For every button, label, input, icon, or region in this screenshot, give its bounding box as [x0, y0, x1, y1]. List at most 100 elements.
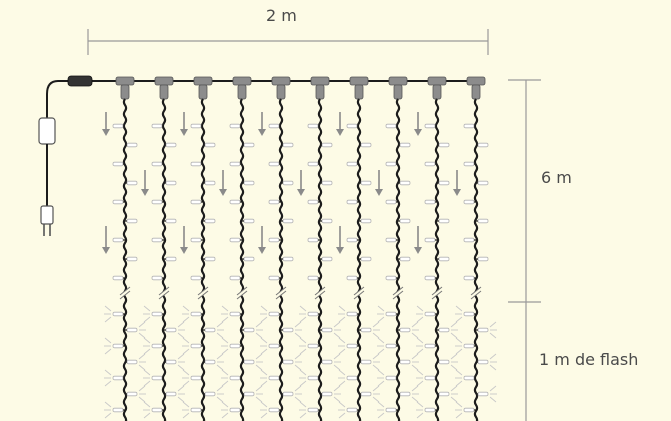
bulb-outline — [204, 327, 216, 333]
flash-ray-icon — [221, 380, 229, 387]
bulb-outline — [190, 343, 202, 349]
flash-ray-icon — [377, 380, 385, 387]
flash-ray-icon — [372, 385, 380, 392]
bulb-outline — [229, 123, 241, 129]
flash-ray-icon — [333, 396, 341, 403]
height-label: 6 m — [541, 168, 572, 187]
bulb-outline — [151, 375, 163, 381]
led-bulb-icon — [151, 275, 164, 281]
bulb-outline — [243, 327, 255, 333]
bulb-outline — [282, 327, 294, 333]
led-bulb-icon — [424, 161, 437, 167]
connector-stem — [354, 84, 364, 100]
flash-ray-icon — [416, 305, 424, 312]
led-bulb-icon — [164, 142, 177, 148]
flash-ray-icon — [255, 332, 263, 339]
flash-ray-icon — [450, 396, 458, 403]
bulb-outline — [307, 311, 319, 317]
led-bulb-icon — [281, 142, 294, 148]
bulb-outline — [165, 142, 177, 148]
down-arrow-icon — [102, 112, 110, 136]
bulb-outline — [307, 199, 319, 205]
bulb-outline — [307, 275, 319, 281]
down-arrow-icon — [180, 226, 188, 254]
break-mark — [392, 286, 404, 296]
flash-ray-icon — [104, 380, 112, 387]
bulb-outline — [307, 123, 319, 129]
flash-ray-icon — [182, 348, 190, 355]
arrow-head — [414, 129, 422, 136]
bulb-outline — [126, 218, 138, 224]
bulb-outline — [229, 161, 241, 167]
flash-ray-icon — [372, 332, 380, 339]
led-bulb-icon — [151, 199, 164, 205]
down-arrow-icon — [453, 170, 461, 196]
bulb-outline — [385, 311, 397, 317]
bulb-outline — [229, 407, 241, 413]
bulb-outline — [165, 180, 177, 186]
connector-stem — [237, 84, 247, 100]
led-bulb-icon — [346, 161, 359, 167]
flash-ray-icon — [450, 321, 458, 328]
bulb-outline — [243, 180, 255, 186]
bulb-outline — [229, 311, 241, 317]
flash-ray-icon — [411, 321, 419, 328]
bulb-outline — [243, 359, 255, 365]
led-bulb-icon — [320, 353, 341, 371]
bulb-outline — [477, 327, 489, 333]
connector-stem — [276, 84, 286, 100]
led-bulb-icon — [299, 337, 320, 355]
flash-ray-icon — [372, 396, 380, 403]
led-bulb-icon — [151, 123, 164, 129]
down-arrow-icon — [297, 170, 305, 196]
flash-ray-icon — [416, 401, 424, 408]
bulb-outline — [321, 359, 333, 365]
led-bulb-icon — [338, 401, 359, 419]
bulb-outline — [165, 391, 177, 397]
led-bulb-icon — [338, 305, 359, 323]
flash-ray-icon — [416, 337, 424, 344]
led-bulb-icon — [281, 321, 302, 339]
bulb-outline — [229, 237, 241, 243]
break-gap — [392, 287, 404, 299]
flash-ray-icon — [216, 353, 224, 360]
flash-ray-icon — [255, 353, 263, 360]
controller-box-icon — [38, 117, 56, 145]
led-bulb-icon — [112, 275, 125, 281]
led-bulb-icon — [320, 385, 341, 403]
led-bulb-icon — [476, 321, 497, 339]
flash-ray-icon — [377, 305, 385, 312]
bulb-outline — [165, 218, 177, 224]
led-bulb-icon — [307, 161, 320, 167]
connector-stem — [315, 84, 325, 100]
flash-ray-icon — [221, 412, 229, 419]
flash-ray-icon — [333, 321, 341, 328]
bulb-outline — [243, 256, 255, 262]
led-bulb-icon — [203, 321, 224, 339]
flash-ray-icon — [333, 332, 341, 339]
led-bulb-icon — [359, 142, 372, 148]
flash-ray-icon — [143, 412, 151, 419]
arrow-head — [219, 189, 227, 196]
arrow-head — [414, 247, 422, 254]
bulb-outline — [346, 311, 358, 317]
bulb-outline — [463, 161, 475, 167]
led-bulb-icon — [320, 321, 341, 339]
flash-ray-icon — [455, 337, 463, 344]
bulb-outline — [151, 123, 163, 129]
bulb-outline — [151, 407, 163, 413]
led-bulb-icon — [359, 353, 380, 371]
led-bulb-icon — [143, 337, 164, 355]
bulb-outline — [463, 199, 475, 205]
led-bulb-icon — [143, 401, 164, 419]
break-mark — [353, 286, 365, 296]
bulb-outline — [424, 311, 436, 317]
led-bulb-icon — [125, 256, 138, 262]
flash-ray-icon — [338, 401, 346, 408]
bulb-outline — [321, 218, 333, 224]
break-gap — [431, 287, 443, 299]
led-bulb-icon — [437, 353, 458, 371]
flash-ray-icon — [299, 316, 307, 323]
flash-ray-icon — [489, 332, 497, 339]
bulb-outline — [151, 343, 163, 349]
